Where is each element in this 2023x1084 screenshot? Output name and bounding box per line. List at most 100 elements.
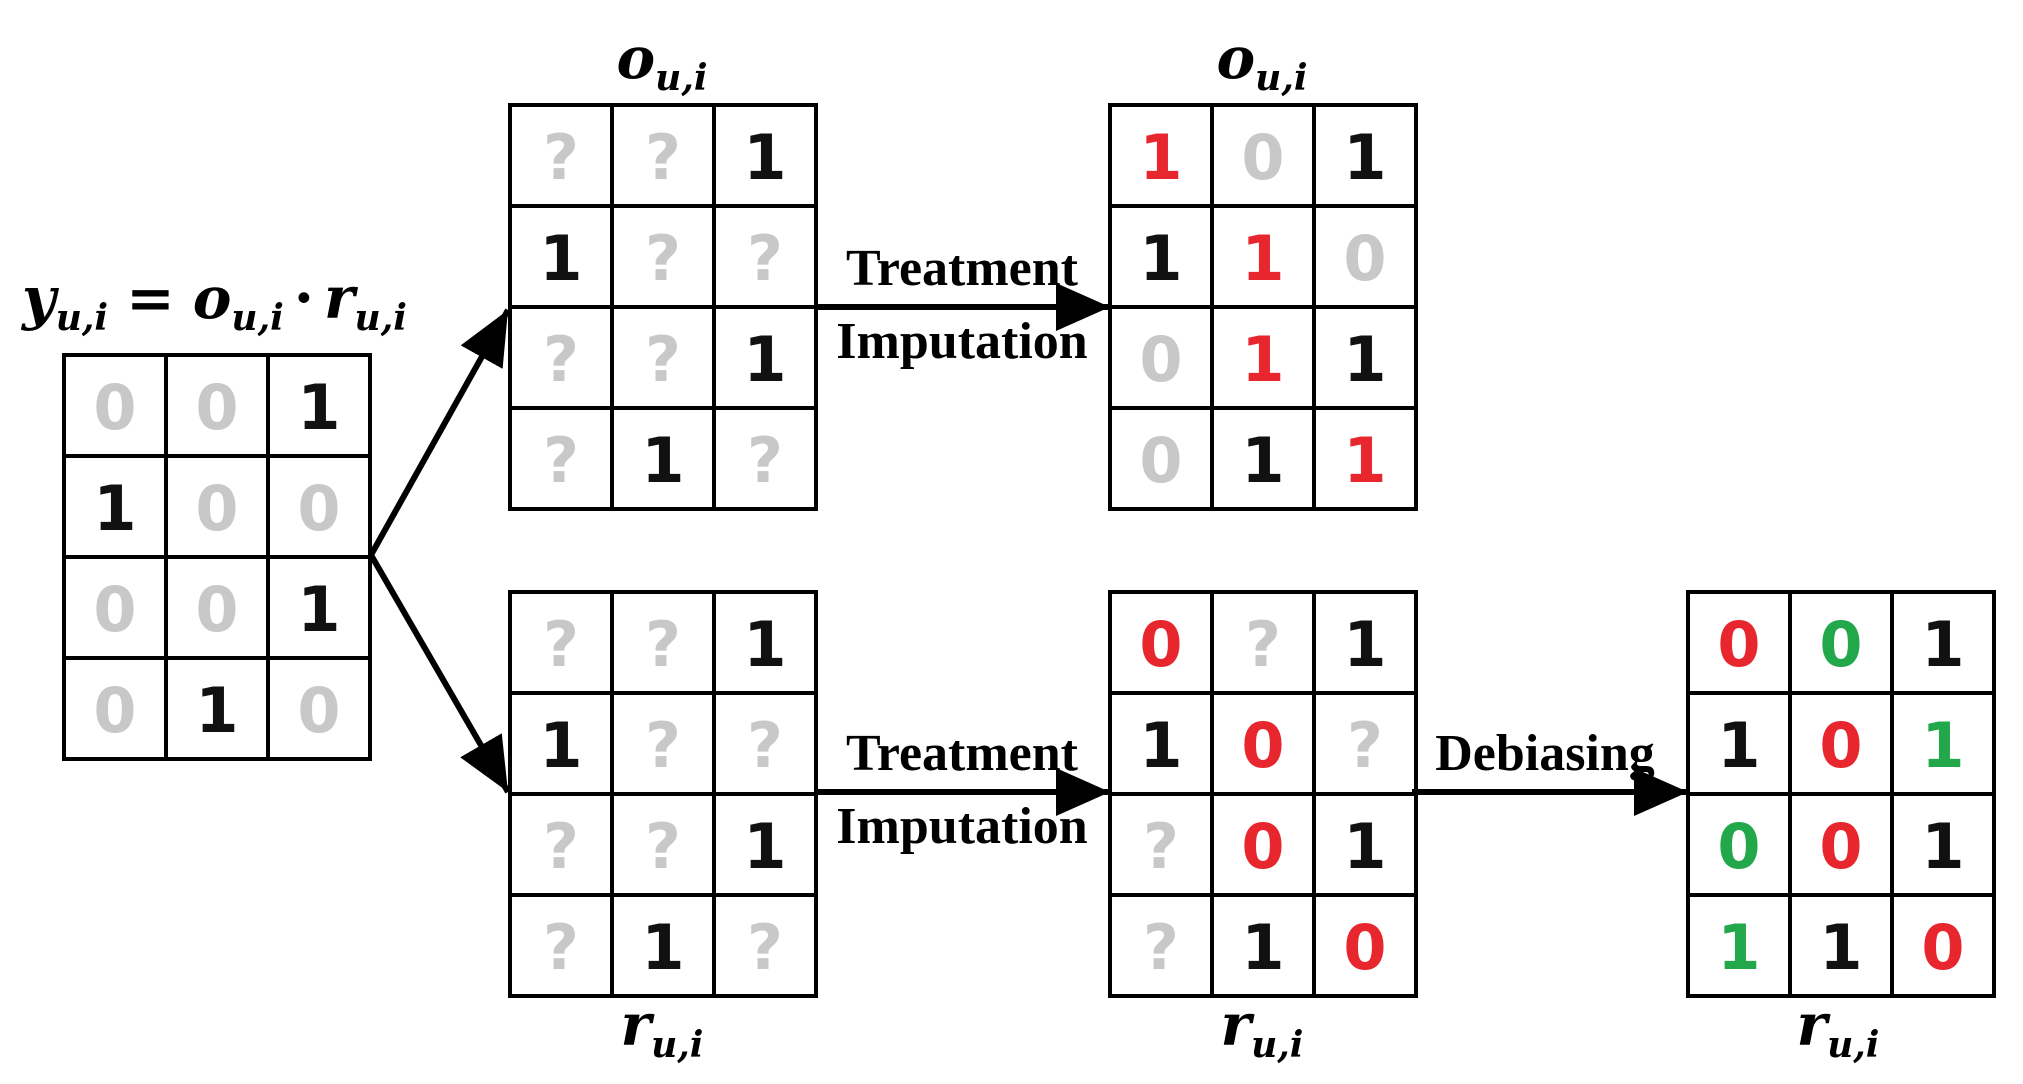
matrix-cell <box>1210 893 1316 998</box>
matrix-cell <box>1312 691 1418 796</box>
matrix-cell-value: 0 <box>93 674 136 747</box>
matrix-cell-value: 1 <box>297 573 340 646</box>
matrix-cell-value: 1 <box>1717 709 1760 782</box>
formula-r-sub: u,i <box>355 297 407 339</box>
matrix-cell <box>1210 590 1316 695</box>
matrix-cell-value: 1 <box>539 709 582 782</box>
matrix-cell-value: 1 <box>641 911 684 984</box>
matrix-cell <box>712 204 818 309</box>
matrix-cell <box>1108 103 1214 208</box>
formula-o: o <box>193 264 232 332</box>
r-observed-matrix: ??11????1?1? <box>508 590 818 998</box>
matrix-cell <box>266 656 372 761</box>
matrix-cell-value: 1 <box>1139 121 1182 194</box>
matrix-cell-value: ? <box>747 424 783 497</box>
matrix-cell-value: ? <box>1143 810 1179 883</box>
treatment-label-upper: Treatment <box>846 240 1079 297</box>
debiasing-label: Debiasing <box>1435 725 1655 782</box>
matrix-cell-value: 0 <box>195 573 238 646</box>
matrix-cell <box>1312 406 1418 511</box>
matrix-cell <box>1788 893 1894 998</box>
formula-equals: = <box>126 264 175 332</box>
matrix-cell-value: 1 <box>1241 424 1284 497</box>
matrix-cell-value: 1 <box>743 121 786 194</box>
matrix-cell-value: ? <box>543 911 579 984</box>
matrix-cell <box>1210 792 1316 897</box>
imputation-label-upper: Imputation <box>836 313 1087 370</box>
matrix-cell-value: ? <box>543 323 579 396</box>
matrix-cell-value: 1 <box>743 323 786 396</box>
matrix-cell <box>712 590 818 695</box>
matrix-cell-value: 1 <box>743 810 786 883</box>
matrix-cell-value: 1 <box>1343 323 1386 396</box>
matrix-cell <box>712 406 818 511</box>
matrix-cell-value: 1 <box>1343 810 1386 883</box>
matrix-cell-value: ? <box>543 424 579 497</box>
caption-r-imputed: ru,i <box>1221 991 1304 1066</box>
matrix-cell-value: 0 <box>1819 608 1862 681</box>
matrix-cell <box>712 893 818 998</box>
matrix-cell-value: 1 <box>1819 911 1862 984</box>
matrix-cell <box>1108 893 1214 998</box>
matrix-cell <box>1108 792 1214 897</box>
caption-o-observed: ou,i <box>616 24 707 99</box>
matrix-cell-value: 0 <box>1343 911 1386 984</box>
matrix-cell-value: 0 <box>1717 810 1760 883</box>
matrix-cell-value: 0 <box>1921 911 1964 984</box>
matrix-cell <box>1788 691 1894 796</box>
matrix-cell-value: 1 <box>1921 608 1964 681</box>
branch-arrow-lower <box>368 553 511 794</box>
matrix-cell <box>1312 590 1418 695</box>
matrix-cell <box>62 656 168 761</box>
formula-o-sub: u,i <box>231 297 283 339</box>
matrix-cell-value: 0 <box>1139 608 1182 681</box>
matrix-cell <box>610 792 716 897</box>
matrix-cell <box>1210 103 1316 208</box>
matrix-cell <box>266 555 372 660</box>
matrix-cell-value: ? <box>645 608 681 681</box>
matrix-cell <box>1890 893 1996 998</box>
matrix-cell-value: 1 <box>641 424 684 497</box>
matrix-cell <box>712 691 818 796</box>
formula: yu,i=ou,i·ru,i <box>20 264 407 339</box>
matrix-cell-value: ? <box>747 222 783 295</box>
matrix-cell-value: ? <box>543 608 579 681</box>
formula-dot: · <box>294 264 314 332</box>
caption-r-debiased: ru,i <box>1797 991 1880 1066</box>
matrix-cell-value: ? <box>747 709 783 782</box>
matrix-cell-value: 1 <box>1241 911 1284 984</box>
matrix-cell <box>1210 406 1316 511</box>
o-observed-matrix: ??11????1?1? <box>508 103 818 511</box>
caption-r-observed: ru,i <box>621 991 704 1066</box>
matrix-cell <box>62 353 168 458</box>
matrix-cell-value: 1 <box>1717 911 1760 984</box>
formula-y-sub: u,i <box>56 297 108 339</box>
matrix-cell <box>712 792 818 897</box>
matrix-cell-value: ? <box>1245 608 1281 681</box>
matrix-cell-value: ? <box>747 911 783 984</box>
matrix-cell-value: 1 <box>1343 121 1386 194</box>
matrix-cell <box>1788 590 1894 695</box>
matrix-cell-value: ? <box>543 810 579 883</box>
matrix-cell-value: ? <box>645 323 681 396</box>
matrix-cell <box>1686 691 1792 796</box>
matrix-cell <box>610 406 716 511</box>
matrix-cell-value: 1 <box>297 371 340 444</box>
formula-r: r <box>324 264 359 332</box>
matrix-cell-value: 1 <box>1921 709 1964 782</box>
caption-o-imputed: ou,i <box>1216 24 1307 99</box>
matrix-cell-value: 0 <box>1241 121 1284 194</box>
formula-y: y <box>20 264 60 332</box>
matrix-cell-value: 0 <box>93 371 136 444</box>
matrix-cell <box>508 305 614 410</box>
matrix-cell <box>712 305 818 410</box>
matrix-cell <box>1890 590 1996 695</box>
matrix-cell-value: 1 <box>1139 709 1182 782</box>
matrix-cell <box>508 204 614 309</box>
matrix-cell-value: 0 <box>1717 608 1760 681</box>
